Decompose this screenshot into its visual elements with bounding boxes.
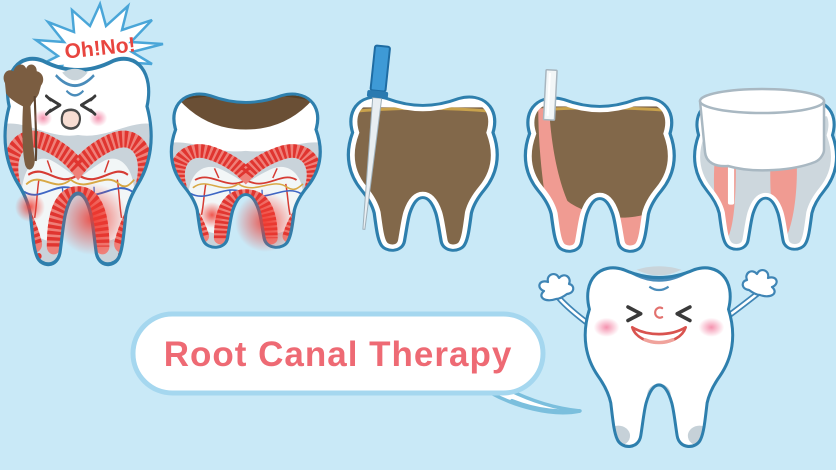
hand-left [538, 272, 575, 302]
crown-cap [698, 87, 826, 172]
crown-dip-shade [62, 68, 88, 81]
mascot-lower-lip [643, 338, 675, 345]
mascot-crown-dip-shade [636, 266, 682, 276]
bubble-body [130, 311, 546, 396]
mascot-blush-right [698, 317, 725, 337]
decay-blob [3, 64, 44, 170]
tube-highlight [546, 72, 551, 116]
filler-tube [542, 68, 558, 121]
squint-eye-right [80, 94, 97, 116]
stage-1-decayed-tooth [3, 56, 154, 267]
mascot-crown-line-2 [648, 285, 670, 292]
happy-tooth-mascot [583, 266, 735, 449]
occlusal-decay [178, 94, 313, 130]
inflammation-glow-1 [56, 183, 128, 255]
mascot-face [593, 305, 725, 345]
brow-line-2 [65, 89, 85, 97]
canal-post [727, 157, 735, 205]
open-mouth [60, 108, 82, 130]
file-collar [366, 90, 389, 99]
stage-2-inflamed-pulp [169, 92, 322, 249]
inflammation-glow-2 [15, 192, 45, 222]
decay-edge [33, 95, 38, 162]
decay-top-line [178, 94, 314, 101]
speech-bubble: Root Canal Therapy [130, 311, 582, 415]
inflammation-glow-4 [199, 202, 225, 228]
pained-face [34, 68, 108, 130]
bubble-tail-swoosh [510, 399, 581, 414]
mascot-eye-right [675, 305, 692, 323]
inflammation-glow-3 [235, 192, 295, 252]
brow-line [55, 74, 95, 88]
caption-text: Root Canal Therapy [164, 335, 513, 374]
tube-body [542, 68, 558, 121]
hand-right [741, 268, 778, 298]
mascot-blush-left [593, 317, 620, 337]
mascot-eye-left [626, 305, 643, 323]
endodontic-file [362, 44, 391, 230]
crown-body [698, 99, 826, 172]
crown-top [698, 87, 826, 115]
mascot-nose-curl [654, 306, 664, 319]
squint-eye-left [45, 94, 62, 116]
